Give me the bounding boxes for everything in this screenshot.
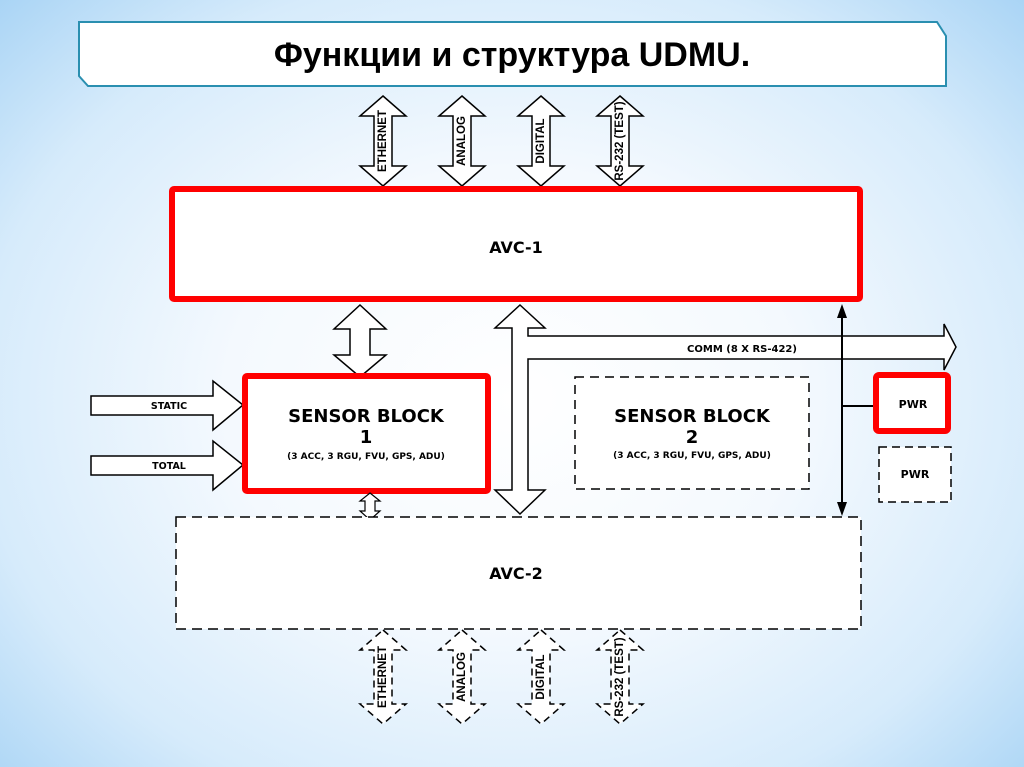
comm-label: COMM (8 X RS-422) [687,344,797,355]
static-input-arrow: STATIC [90,379,245,432]
title-banner: Функции и структура UDMU. [78,21,947,87]
bottom-label-ethernet: ETHERNET [377,646,389,708]
page-title: Функции и структура UDMU. [274,36,750,74]
sensor-block-1-title: SENSOR BLOCK [288,406,445,427]
top-label-digital: DIGITAL [535,118,547,163]
sensor-block-1[interactable]: SENSOR BLOCK 1 (3 ACC, 3 RGU, FVU, GPS, … [242,373,491,494]
top-arrow-digital: DIGITAL [515,95,567,187]
sensor-block-2[interactable]: SENSOR BLOCK 2 (3 ACC, 3 RGU, FVU, GPS, … [574,376,810,490]
total-input-arrow: TOTAL [90,439,245,492]
top-label-analog: ANALOG [456,116,468,166]
power-bus-line [837,304,876,516]
bottom-arrow-rs-232-test: RS-232 (TEST) [594,629,646,725]
avc2-block[interactable]: AVC-2 [175,516,862,630]
bottom-label-analog: ANALOG [456,652,468,702]
avc1-sensor1-arrow [331,303,389,378]
total-label: TOTAL [152,461,186,472]
top-arrow-ethernet: ETHERNET [357,95,409,187]
bottom-interface-arrows: ETHERNET ANALOG DIGITAL RS-232 (TEST) [357,629,646,725]
sensor-block-1-components: (3 ACC, 3 RGU, FVU, GPS, ADU) [287,452,445,462]
bottom-arrow-analog: ANALOG [436,629,488,725]
main-bus-arrow [493,303,957,516]
top-arrow-analog: ANALOG [436,95,488,187]
top-arrow-rs-232-test: RS-232 (TEST) [594,95,646,187]
sensor1-avc2-arrow [358,492,382,521]
avc1-label: AVC-1 [489,238,543,257]
pwr-1-label: PWR [899,398,928,411]
sensor-block-2-number: 2 [686,427,699,448]
avc1-block[interactable]: AVC-1 [169,186,863,302]
bottom-arrow-digital: DIGITAL [515,629,567,725]
avc2-label: AVC-2 [489,564,543,583]
sensor-block-1-number: 1 [360,427,373,448]
bottom-label-rs-232-test: RS-232 (TEST) [614,637,626,716]
sensor-block-2-title: SENSOR BLOCK [614,406,771,427]
sensor-block-2-components: (3 ACC, 3 RGU, FVU, GPS, ADU) [613,451,771,461]
bottom-arrow-ethernet: ETHERNET [357,629,409,725]
bottom-label-digital: DIGITAL [535,654,547,699]
pwr-2-label: PWR [901,468,930,481]
pwr-2-block[interactable]: PWR [878,446,952,503]
top-label-rs-232-test: RS-232 (TEST) [614,101,626,180]
static-label: STATIC [151,401,187,412]
top-interface-arrows: ETHERNET ANALOG DIGITAL RS-232 (TEST) [357,95,646,187]
top-label-ethernet: ETHERNET [377,110,389,172]
pwr-1-block[interactable]: PWR [873,372,951,434]
